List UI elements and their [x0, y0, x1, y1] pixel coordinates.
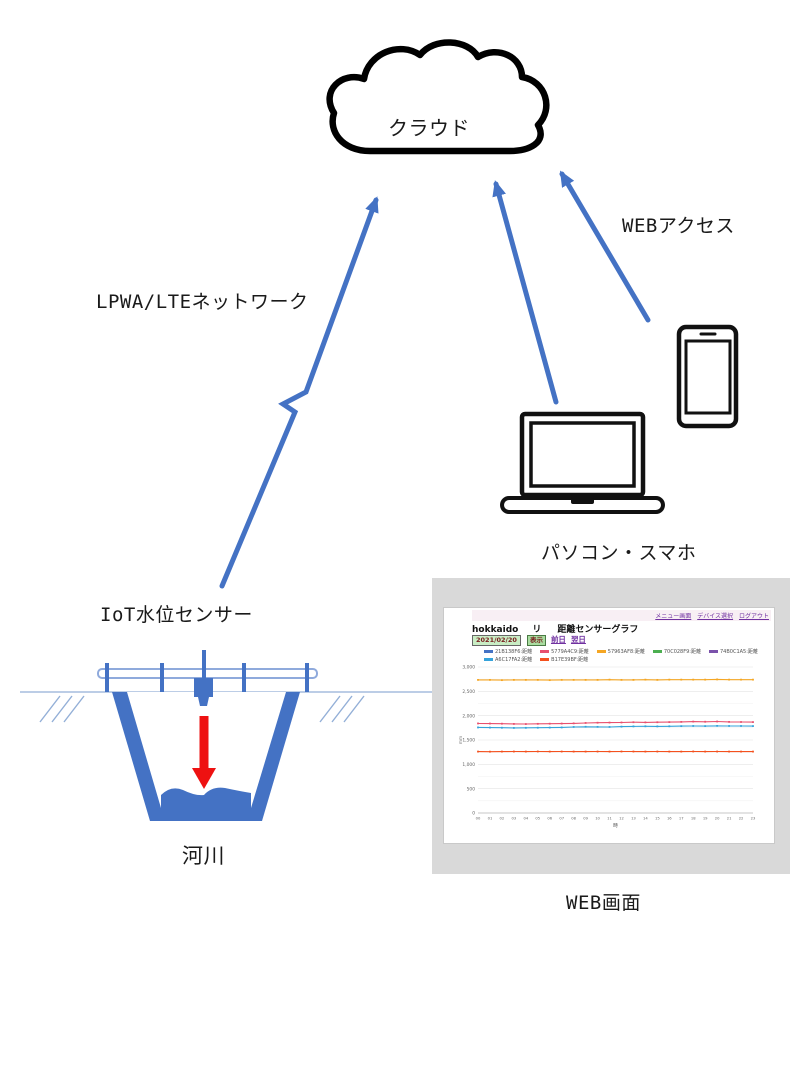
- svg-text:14: 14: [643, 817, 648, 821]
- laptop-to-cloud-arrow: [492, 180, 559, 405]
- svg-text:01: 01: [488, 817, 493, 821]
- svg-text:0: 0: [472, 811, 475, 817]
- chart-legend: 21B138F6:距離 5779A4C9:距離 57963AF8:距離 70C0…: [484, 648, 762, 663]
- ground-hatching: [39, 695, 365, 723]
- svg-text:20: 20: [715, 817, 720, 821]
- nav-link-device-select[interactable]: デバイス選択: [697, 613, 734, 620]
- svg-text:1,000: 1,000: [462, 762, 475, 768]
- svg-text:06: 06: [547, 817, 552, 821]
- cloud-label: クラウド: [388, 116, 470, 140]
- legend-swatch: [540, 658, 550, 661]
- web-access-label: WEBアクセス: [622, 215, 735, 237]
- svg-text:04: 04: [523, 817, 528, 821]
- svg-text:22: 22: [739, 817, 744, 821]
- water-level-sensor-icon: [194, 678, 213, 706]
- measurement-arrow: [192, 716, 216, 789]
- nav-links: メニュー画面 デバイス選択 ログアウト: [651, 611, 769, 620]
- legend-item[interactable]: 21B138F6:距離: [484, 648, 532, 655]
- header-band: メニュー画面 デバイス選択 ログアウト: [472, 610, 771, 621]
- laptop-icon: [500, 411, 665, 514]
- date-controls: 2021/02/20 表示前日翌日: [472, 635, 586, 646]
- svg-text:00: 00: [476, 817, 481, 821]
- legend-item[interactable]: 57963AF8:距離: [596, 648, 645, 655]
- water-surface: [161, 787, 251, 808]
- svg-text:11: 11: [607, 817, 612, 821]
- prev-day-link[interactable]: 前日: [550, 635, 566, 644]
- nav-link-logout[interactable]: ログアウト: [738, 613, 769, 620]
- legend-item[interactable]: 5779A4C9:距離: [540, 648, 589, 655]
- legend-swatch: [484, 658, 493, 661]
- svg-text:12: 12: [619, 817, 624, 821]
- svg-text:23: 23: [751, 817, 756, 821]
- svg-text:19: 19: [703, 817, 708, 821]
- legend-swatch: [652, 650, 662, 653]
- legend-item[interactable]: B17E39BF:距離: [540, 656, 588, 663]
- svg-text:17: 17: [679, 817, 684, 821]
- legend-item[interactable]: 74B0C1A5:距離: [708, 648, 758, 655]
- next-day-link[interactable]: 翌日: [570, 635, 586, 644]
- svg-text:1,500: 1,500: [462, 738, 475, 744]
- svg-text:07: 07: [559, 817, 564, 821]
- river-cross-section: [20, 650, 433, 821]
- pc-smartphone-label: パソコン・スマホ: [541, 542, 697, 564]
- svg-text:16: 16: [667, 817, 672, 821]
- svg-text:03: 03: [512, 817, 517, 821]
- web-page: メニュー画面 デバイス選択 ログアウト hokkaido リ 距離センサーグラフ 2…: [443, 607, 775, 844]
- nav-link-menu[interactable]: メニュー画面: [655, 613, 692, 620]
- mount-posts: [105, 650, 309, 692]
- smartphone-icon: [676, 324, 739, 429]
- iot-sensor-label: IoT水位センサー: [100, 604, 253, 626]
- svg-text:13: 13: [631, 817, 636, 821]
- page-title-row: hokkaido リ 距離センサーグラフ: [472, 622, 638, 635]
- svg-text:500: 500: [467, 786, 476, 792]
- sensor-line-chart: 0 500 1,000 1,500 2,000 2,500 3,000 00 01 02 03 04 0…: [458, 665, 756, 829]
- legend-item[interactable]: A6C17FA2:距離: [484, 656, 532, 663]
- svg-text:15: 15: [655, 817, 660, 821]
- legend-swatch: [540, 650, 550, 653]
- date-input[interactable]: 2021/02/20: [472, 635, 521, 646]
- show-button[interactable]: 表示: [526, 635, 546, 646]
- svg-text:02: 02: [500, 817, 505, 821]
- svg-text:2,500: 2,500: [462, 689, 475, 695]
- svg-text:05: 05: [535, 817, 540, 821]
- sensor-mount-bar: [97, 668, 318, 679]
- site-logo: hokkaido: [472, 625, 519, 635]
- site-logo-suffix: リ: [532, 625, 542, 635]
- svg-text:09: 09: [583, 817, 588, 821]
- page-title: 距離センサーグラフ: [557, 625, 639, 635]
- lpwa-network-label: LPWA/LTEネットワーク: [96, 291, 309, 313]
- legend-swatch: [708, 650, 718, 653]
- web-screen-panel: メニュー画面 デバイス選択 ログアウト hokkaido リ 距離センサーグラフ 2…: [432, 578, 790, 874]
- svg-text:18: 18: [691, 817, 696, 821]
- svg-text:08: 08: [571, 817, 576, 821]
- cloud-icon: [326, 39, 550, 155]
- svg-text:3,000: 3,000: [462, 665, 475, 671]
- phone-to-cloud-arrow: [559, 170, 651, 323]
- lpwa-arrow: [219, 196, 379, 589]
- svg-text:mm: mm: [458, 736, 463, 744]
- web-screen-label: WEB画面: [566, 892, 641, 914]
- legend-item[interactable]: 70C028F9:距離: [652, 648, 701, 655]
- river-label: 河川: [182, 844, 225, 868]
- legend-swatch: [484, 650, 493, 653]
- svg-text:21: 21: [727, 817, 732, 821]
- svg-text:時: 時: [613, 823, 618, 829]
- legend-swatch: [596, 650, 606, 653]
- svg-text:2,000: 2,000: [462, 713, 475, 719]
- svg-text:10: 10: [595, 817, 600, 821]
